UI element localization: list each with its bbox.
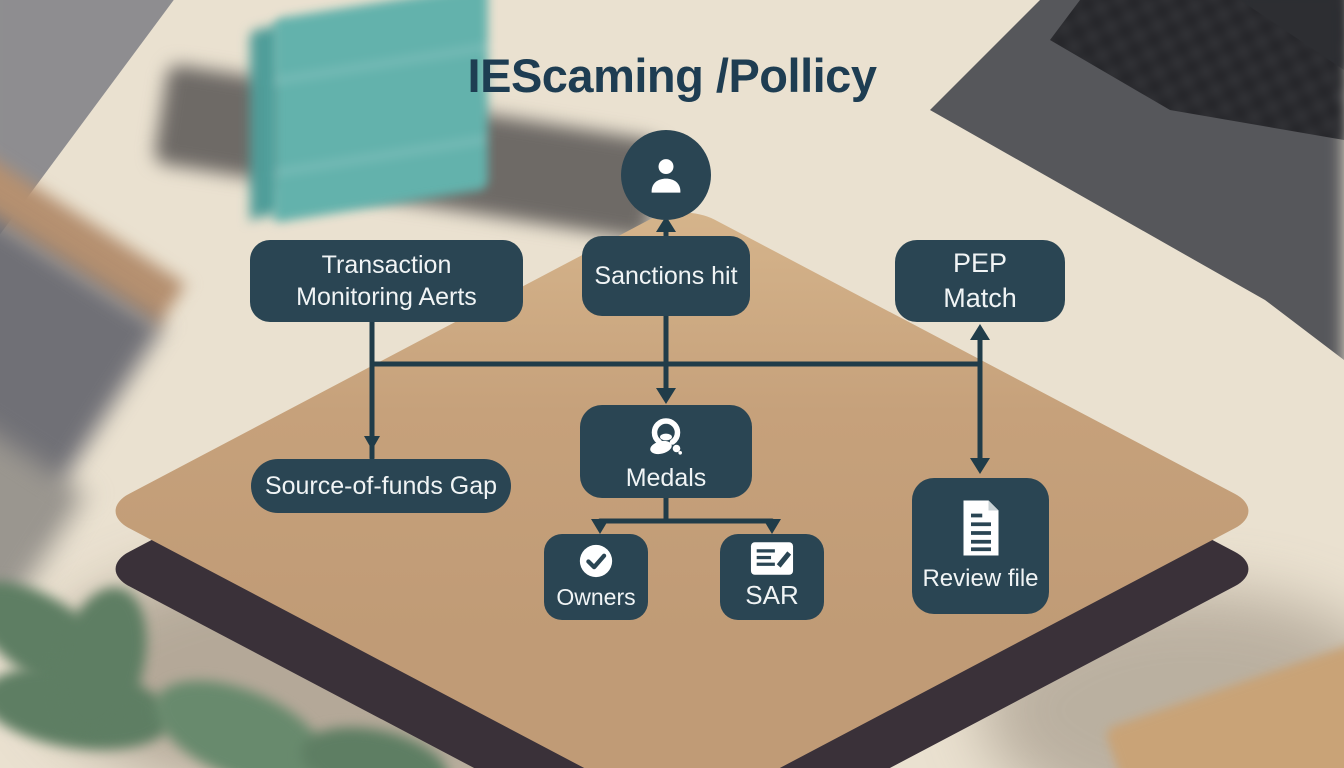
node-pep-match: PEP Match bbox=[895, 240, 1065, 322]
node-label: Transaction bbox=[321, 251, 452, 279]
node-label: PEP bbox=[952, 248, 1008, 279]
node-label: Sanctions hit bbox=[594, 262, 738, 290]
person-search-icon bbox=[641, 416, 691, 460]
check-circle-icon bbox=[577, 542, 615, 580]
node-label: Review file bbox=[922, 564, 1039, 592]
document-icon bbox=[956, 498, 1006, 558]
node-label: SAR bbox=[745, 580, 799, 611]
node-transaction-monitoring: Transaction Monitoring Aerts bbox=[250, 240, 523, 322]
node-medals: Medals bbox=[580, 405, 752, 498]
node-label: Medals bbox=[625, 463, 707, 492]
page-title: IEScaming /Pollicy bbox=[467, 49, 877, 102]
node-label: Match bbox=[943, 283, 1017, 313]
note-pencil-icon bbox=[750, 541, 794, 576]
node-source-of-funds-gap: Source-of-funds Gap bbox=[251, 459, 511, 513]
node-label: Owners bbox=[556, 583, 636, 610]
node-label: Monitoring Aerts bbox=[296, 283, 477, 311]
node-sar: SAR bbox=[720, 534, 824, 620]
node-owners: Owners bbox=[544, 534, 648, 620]
node-person bbox=[621, 130, 711, 220]
person-icon bbox=[643, 152, 689, 198]
node-label: Source-of-funds Gap bbox=[264, 472, 498, 500]
node-review-file: Review file bbox=[912, 478, 1049, 614]
node-sanctions-hit: Sanctions hit bbox=[582, 236, 750, 316]
